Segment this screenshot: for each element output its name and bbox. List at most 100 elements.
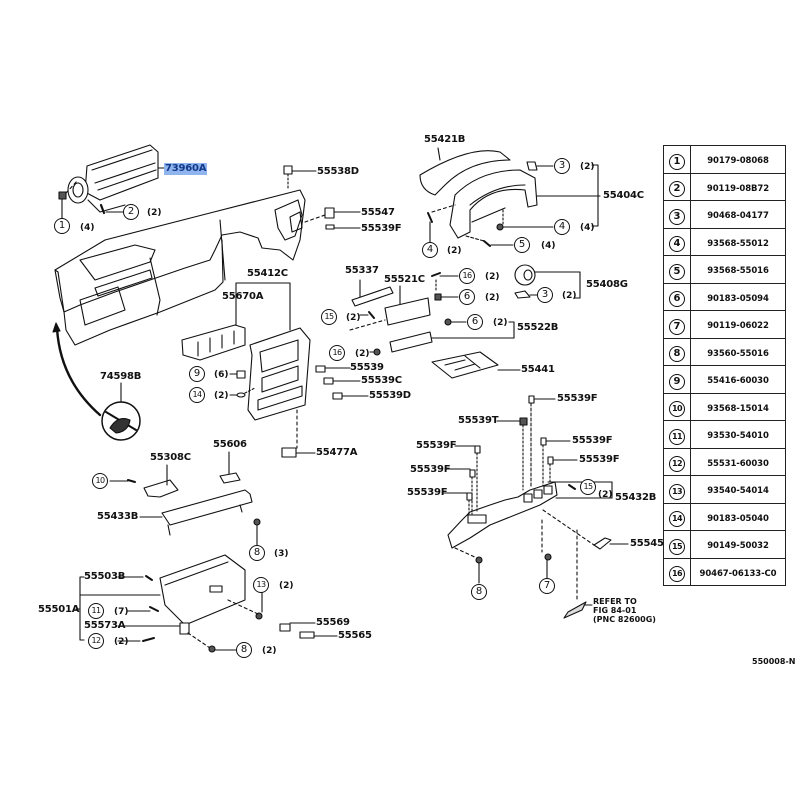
callout-55308C[interactable]: 55308C <box>150 452 191 463</box>
fastener-qty: (2) <box>580 162 595 172</box>
ref-number-cell: 6 <box>663 282 691 311</box>
ref-number: 13 <box>669 483 685 500</box>
fastener-qty: (3) <box>274 549 289 559</box>
callout-55408G[interactable]: 55408G <box>586 279 628 290</box>
callout-55441[interactable]: 55441 <box>521 364 555 375</box>
callout-55573A[interactable]: 55573A <box>84 620 126 631</box>
callout-55670A[interactable]: 55670A <box>222 291 264 302</box>
fastener-callout-4[interactable]: 4 <box>422 242 438 258</box>
callout-55503B[interactable]: 55503B <box>84 571 126 582</box>
callout-55539T[interactable]: 55539T <box>458 415 499 426</box>
callout-55412C[interactable]: 55412C <box>247 268 288 279</box>
callout-55539D[interactable]: 55539D <box>369 390 411 401</box>
fastener-callout-8[interactable]: 8 <box>236 642 252 658</box>
callout-55538D[interactable]: 55538D <box>317 166 359 177</box>
ref-number-cell: 16 <box>663 557 691 586</box>
part-number[interactable]: 90468-04177 <box>690 200 786 229</box>
ref-number: 4 <box>669 236 685 253</box>
part-number[interactable]: 90119-06022 <box>690 310 786 339</box>
callout-55545[interactable]: 55545 <box>630 538 664 549</box>
callout-55404C[interactable]: 55404C <box>603 190 644 201</box>
callout-55539F[interactable]: 55539F <box>361 223 402 234</box>
ref-number-cell: 7 <box>663 310 691 339</box>
fastener-callout-15[interactable]: 15 <box>580 479 596 495</box>
fastener-qty: (2) <box>562 291 577 301</box>
fastener-callout-16[interactable]: 16 <box>459 268 475 284</box>
fastener-callout-9[interactable]: 9 <box>189 366 205 382</box>
callout-55565[interactable]: 55565 <box>338 630 372 641</box>
callout-73960A[interactable]: 73960A <box>164 163 208 175</box>
callout-55337[interactable]: 55337 <box>345 265 379 276</box>
fastener-callout-3[interactable]: 3 <box>554 158 570 174</box>
part-number[interactable]: 93560-55016 <box>690 337 786 366</box>
fastener-qty: (6) <box>214 370 229 380</box>
callout-55522B[interactable]: 55522B <box>517 322 559 333</box>
part-number[interactable]: 55531-60030 <box>690 447 786 476</box>
callout-55569[interactable]: 55569 <box>316 617 350 628</box>
fastener-callout-12[interactable]: 12 <box>88 633 104 649</box>
callout-55606[interactable]: 55606 <box>213 439 247 450</box>
callout-55539C[interactable]: 55539C <box>361 375 402 386</box>
callout-55433B[interactable]: 55433B <box>97 511 139 522</box>
callout-55501A[interactable]: 55501A <box>38 604 80 615</box>
fastener-callout-11[interactable]: 11 <box>88 603 104 619</box>
fastener-callout-8[interactable]: 8 <box>249 545 265 561</box>
callout-55539F-top[interactable]: 55539F <box>557 393 598 404</box>
fastener-callout-8[interactable]: 8 <box>471 584 487 600</box>
fastener-qty: (2) <box>485 272 500 282</box>
fastener-callout-7[interactable]: 7 <box>539 578 555 594</box>
callout-55521C[interactable]: 55521C <box>384 274 425 285</box>
ref-number: 15 <box>669 538 685 555</box>
part-number[interactable]: 93568-55016 <box>690 255 786 284</box>
ref-number-cell: 13 <box>663 475 691 504</box>
part-number[interactable]: 93568-15014 <box>690 392 786 421</box>
part-number[interactable]: 90183-05094 <box>690 282 786 311</box>
fastener-callout-13[interactable]: 13 <box>253 577 269 593</box>
fastener-callout-5[interactable]: 5 <box>514 237 530 253</box>
callout-55539F-right1[interactable]: 55539F <box>572 435 613 446</box>
part-number[interactable]: 90183-05040 <box>690 502 786 531</box>
callout-55539F-right2[interactable]: 55539F <box>579 454 620 465</box>
callout-55477A[interactable]: 55477A <box>316 447 358 458</box>
part-number[interactable]: 93530-54010 <box>690 420 786 449</box>
fastener-callout-1[interactable]: 1 <box>54 218 70 234</box>
ref-number: 11 <box>669 428 685 445</box>
fastener-callout-3[interactable]: 3 <box>537 287 553 303</box>
lower-panel-drawing <box>447 481 558 549</box>
fastener-qty: (2) <box>485 293 500 303</box>
ref-number: 5 <box>669 263 685 280</box>
fastener-callout-2[interactable]: 2 <box>123 204 139 220</box>
part-number[interactable]: 90119-08B72 <box>690 172 786 201</box>
part-number[interactable]: 90179-08068 <box>690 145 786 174</box>
fastener-callout-16[interactable]: 16 <box>329 345 345 361</box>
part-number[interactable]: 90149-50032 <box>690 530 786 559</box>
fastener-callout-14[interactable]: 14 <box>189 387 205 403</box>
fastener-callout-6[interactable]: 6 <box>459 289 475 305</box>
callout-55539F-left3[interactable]: 55539F <box>407 487 448 498</box>
fastener-callout-10[interactable]: 10 <box>92 473 108 489</box>
callout-55539F-left1[interactable]: 55539F <box>416 440 457 451</box>
part-number[interactable]: 55416-60030 <box>690 365 786 394</box>
ref-number: 2 <box>669 181 685 198</box>
ref-number-cell: 12 <box>663 447 691 476</box>
fastener-qty: (2) <box>493 318 508 328</box>
glove-box-drawing <box>159 554 246 626</box>
fastener-callout-15[interactable]: 15 <box>321 309 337 325</box>
callout-55539F-left2[interactable]: 55539F <box>410 464 451 475</box>
callout-74598B[interactable]: 74598B <box>100 371 142 382</box>
callout-55539[interactable]: 55539 <box>350 362 384 373</box>
callout-55547[interactable]: 55547 <box>361 207 395 218</box>
callout-55421B[interactable]: 55421B <box>424 134 466 145</box>
part-number[interactable]: 90467-06133-C0 <box>690 557 786 586</box>
fastener-callout-4[interactable]: 4 <box>554 219 570 235</box>
fastener-callout-6[interactable]: 6 <box>467 314 483 330</box>
ref-number-cell: 10 <box>663 392 691 421</box>
callout-55432B[interactable]: 55432B <box>615 492 657 503</box>
dashboard-panel-drawing <box>54 189 306 346</box>
part-number[interactable]: 93568-55012 <box>690 227 786 256</box>
part-number[interactable]: 93540-54014 <box>690 475 786 504</box>
fastener-qty: (7) <box>114 607 129 617</box>
